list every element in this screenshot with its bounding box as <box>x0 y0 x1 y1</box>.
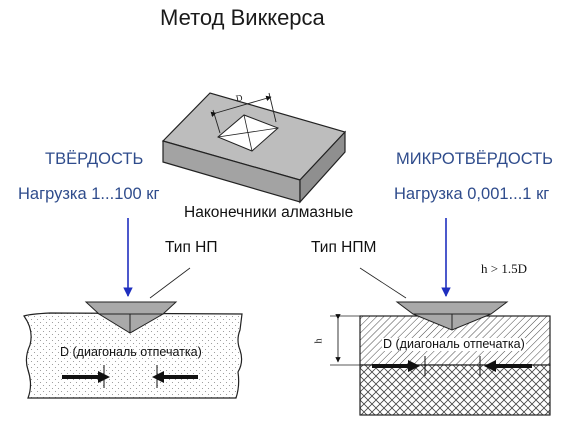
hardness-heading: ТВЁРДОСТЬ <box>45 150 144 168</box>
tip-type-np-label: Тип НП <box>165 239 218 256</box>
thickness-mark: h <box>313 338 325 344</box>
tip-type-npm-label: Тип НПМ <box>311 239 377 256</box>
right-diagonal-label: D (диагональ отпечатка) <box>382 337 526 351</box>
hardness-load: Нагрузка 1...100 кг <box>18 185 160 203</box>
thickness-condition: h > 1.5D <box>481 261 527 276</box>
diamond-tips-caption: Наконечники алмазные <box>184 204 354 221</box>
microhardness-load: Нагрузка 0,001...1 кг <box>394 185 550 203</box>
thickness-dimension <box>330 314 360 366</box>
right-indenter-tip <box>395 301 509 331</box>
specimen-diagonal-mark: D <box>234 92 244 104</box>
left-indenter-tip <box>84 301 178 334</box>
specimen-block <box>161 92 347 204</box>
microhardness-heading: МИКРОТВЁРДОСТЬ <box>396 150 553 168</box>
diagram-title: Метод Виккерса <box>160 5 325 30</box>
left-diagonal-label: D (диагональ отпечатка) <box>60 345 202 359</box>
